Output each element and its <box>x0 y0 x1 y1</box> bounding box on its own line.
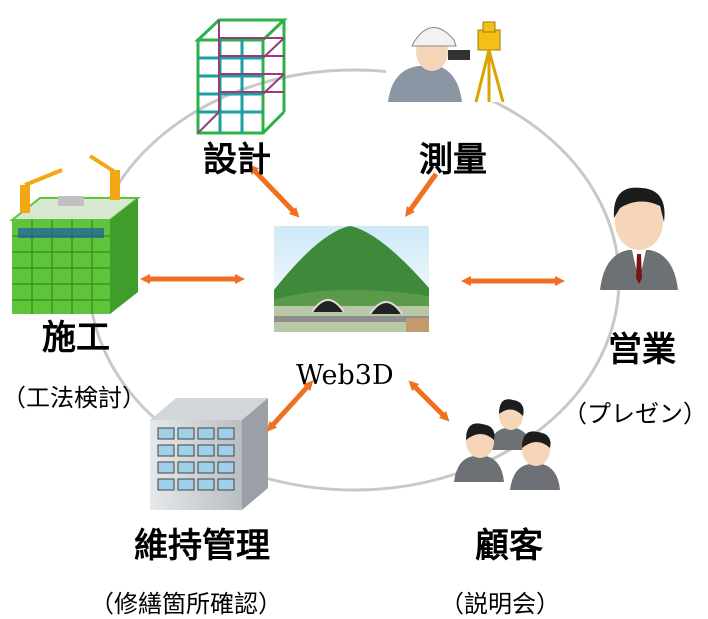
sublabel-maintenance: （修繕箇所確認） <box>90 590 282 618</box>
arrow-design <box>248 164 300 218</box>
customers-icon <box>454 399 560 490</box>
businessman-icon <box>600 187 678 290</box>
label-center: Web3D <box>296 360 394 391</box>
arrow-maintenance <box>266 380 314 432</box>
label-maintenance: 維持管理 <box>134 526 270 566</box>
arrow-customer <box>408 380 450 422</box>
label-construction: 施工 <box>42 318 110 358</box>
label-design: 設計 <box>203 140 271 180</box>
sublabel-construction: （工法検討） <box>2 384 146 412</box>
label-survey: 測量 <box>419 140 487 180</box>
construction-building-icon <box>9 154 141 314</box>
wireframe-building-icon <box>194 18 288 135</box>
arrow-survey <box>405 172 439 218</box>
surveyor-icon <box>386 20 521 103</box>
sublabel-customer: （説明会） <box>440 590 560 618</box>
sublabel-sales: （プレゼン） <box>563 400 707 428</box>
label-sales: 営業 <box>608 330 676 370</box>
office-building-icon <box>150 398 268 510</box>
label-customer: 顧客 <box>475 526 543 566</box>
arrows <box>140 164 565 432</box>
tunnel-scene-icon <box>274 226 429 332</box>
